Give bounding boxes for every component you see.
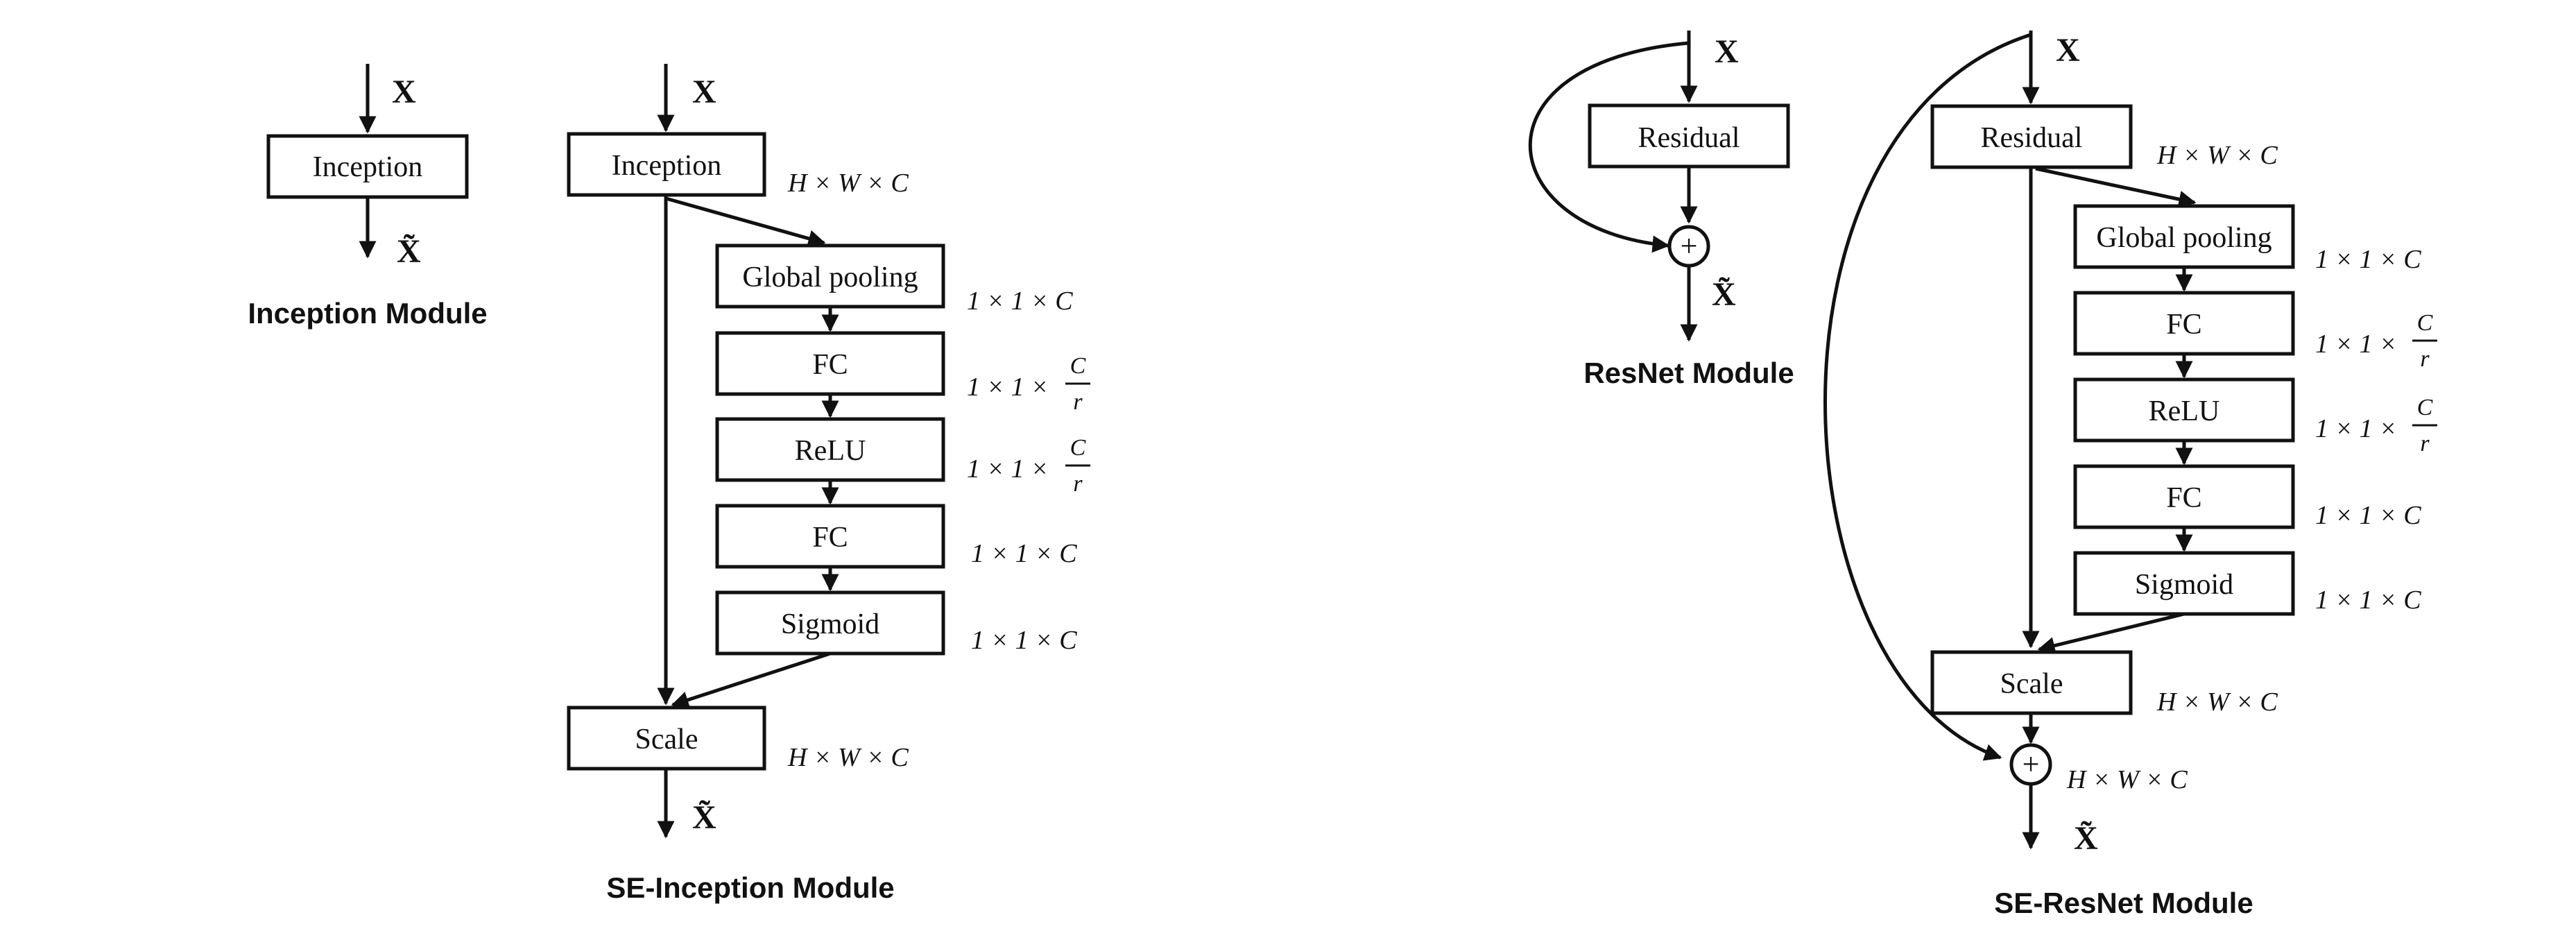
output-label: X̃ [692, 799, 716, 836]
dim-label: 1 × 1 × C [971, 626, 1077, 655]
output-label: X̃ [1712, 276, 1736, 313]
global-pooling-block [2073, 204, 2295, 269]
residual-block [1588, 103, 1790, 169]
se-resnet-caption: SE-ResNet Module [1994, 887, 2253, 919]
frac-numerator: C [2417, 395, 2433, 420]
branch-arrow [2035, 166, 2197, 208]
global-pooling-label: Global pooling [742, 262, 918, 293]
relu-label: ReLU [795, 435, 866, 467]
dim-label: 1 × 1 × C [967, 287, 1073, 316]
dim-label: 1 × 1 × C [2315, 586, 2421, 615]
dim-label: 1 × 1 × C [2315, 501, 2421, 530]
dim-label: H × W × C [2156, 141, 2278, 170]
frac-denominator: r [1073, 471, 1083, 497]
skip-connection-arrow [1823, 33, 2032, 761]
gate-arrow [2037, 612, 2185, 654]
frac-denominator: r [1073, 389, 1083, 415]
frac-denominator: r [2420, 346, 2430, 372]
dim-label: 1 × 1 × [967, 373, 1049, 402]
input-label: X [2056, 32, 2080, 69]
dim-label: H × W × C [787, 169, 909, 198]
resnet-caption: ResNet Module [1583, 357, 1794, 389]
dim-label: 1 × 1 × C [971, 539, 1077, 568]
relu-block [715, 417, 945, 482]
dim-label: 1 × 1 × [967, 454, 1049, 484]
relu-label: ReLU [2149, 395, 2220, 427]
frac-numerator: C [1070, 435, 1086, 461]
inception-block [567, 132, 766, 197]
skip-connection-arrow [1529, 41, 1690, 253]
global-pooling-block [715, 244, 945, 309]
output-label: X̃ [397, 233, 421, 270]
residual-block [1930, 104, 2133, 169]
residual-label: Residual [1638, 122, 1740, 154]
inception-module: X Inception X̃ Inception Module [248, 64, 488, 330]
resnet-module: X Residual + X̃ ResNet Module [1529, 31, 1794, 389]
dim-label: 1 × 1 × C [2315, 245, 2421, 274]
se-inception-caption: SE-Inception Module [606, 871, 894, 904]
branch-arrow [665, 196, 826, 247]
fc-label: FC [812, 349, 848, 381]
se-resnet-module: X Residual H × W × C Global pooling 1 × … [1823, 31, 2437, 919]
sigmoid-label: Sigmoid [781, 608, 879, 640]
dim-label: H × W × C [2156, 687, 2278, 717]
fc-block [2073, 291, 2295, 356]
relu-block [2073, 377, 2295, 443]
inception-block-label: Inception [313, 151, 423, 183]
global-pooling-label: Global pooling [2096, 222, 2272, 254]
scale-label: Scale [635, 724, 698, 755]
input-label: X [1715, 33, 1739, 70]
dim-label: 1 × 1 × [2315, 414, 2397, 443]
sum-symbol: + [1681, 229, 1698, 263]
sigmoid-label: Sigmoid [2135, 569, 2233, 601]
inception-block-label: Inception [612, 150, 722, 182]
fc-label: FC [812, 522, 848, 554]
se-inception-module: X Inception H × W × C Global pooling 1 ×… [567, 64, 1090, 904]
frac-numerator: C [2417, 310, 2433, 336]
output-label: X̃ [2074, 820, 2098, 857]
fc-label: FC [2166, 309, 2201, 341]
input-label: X [692, 74, 716, 110]
gate-arrow [671, 651, 831, 708]
scale-label: Scale [2000, 668, 2063, 700]
fc-block [2073, 464, 2295, 529]
residual-label: Residual [1981, 122, 2083, 154]
inception-caption: Inception Module [248, 297, 487, 330]
fc-label: FC [2166, 482, 2201, 514]
input-label: X [392, 74, 416, 110]
fc-block [715, 331, 945, 396]
dim-label: 1 × 1 × [2315, 330, 2397, 359]
sigmoid-block [715, 590, 945, 656]
frac-numerator: C [1070, 353, 1086, 379]
sum-symbol: + [2023, 747, 2040, 781]
dim-label: H × W × C [2066, 765, 2188, 794]
dim-label: H × W × C [787, 743, 909, 772]
frac-denominator: r [2420, 431, 2430, 456]
